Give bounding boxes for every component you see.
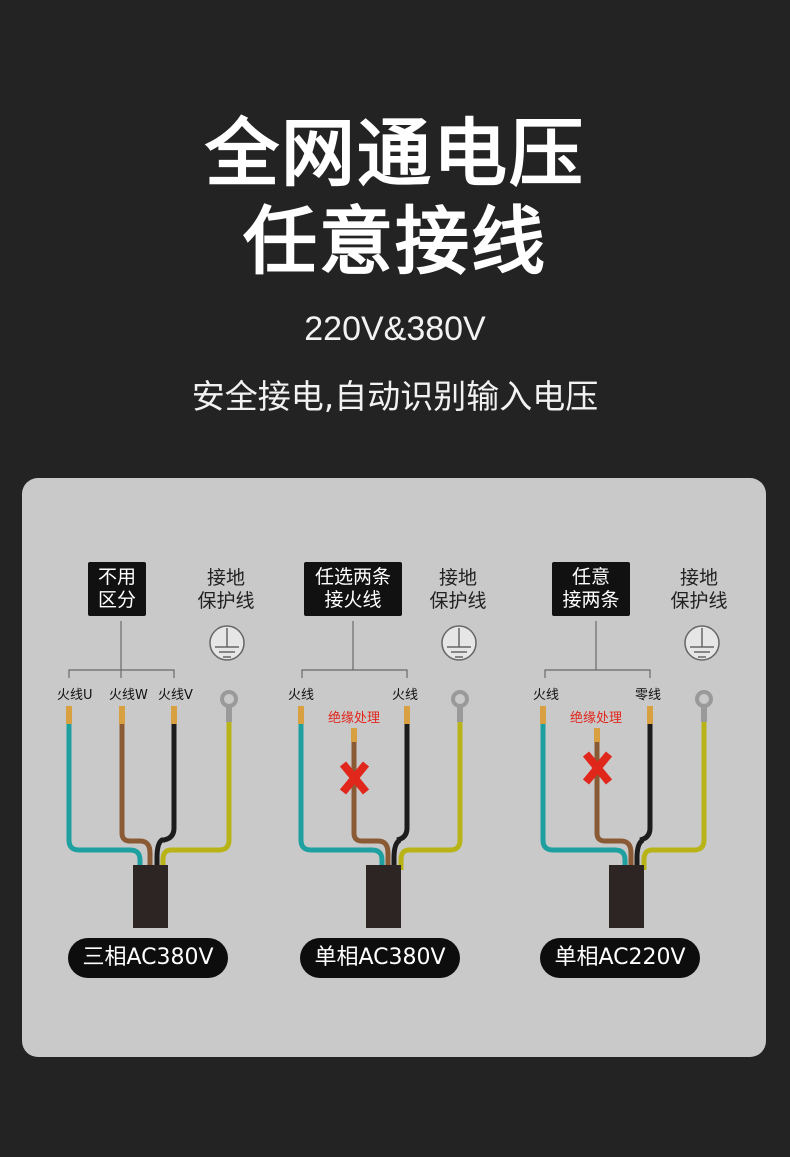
wire-label-u: 火线U [57,688,93,703]
wire-label-neutral: 零线 [635,688,662,703]
wire-label-live1: 火线 [288,688,315,703]
ground-label: 接地 保护线 [181,567,271,613]
note-line1: 任选两条 [314,566,391,588]
ground-line1: 接地 [438,567,477,589]
ground-label: 接地 保护线 [413,567,503,613]
note-line2: 区分 [97,589,136,611]
ground-line2: 保护线 [197,590,255,612]
note-line2: 接火线 [324,589,382,611]
insulation-label: 绝缘处理 [570,711,623,726]
insulation-label: 绝缘处理 [328,711,381,726]
note-line1: 不用 [97,566,136,588]
caption-pill: 三相AC380V [68,938,228,978]
ring-terminal-icon [220,690,238,722]
diagram-three-phase-380: 不用 区分 接地 保护线 火线U 火线W 火线V [22,478,270,1057]
tagline: 安全接电,自动识别输入电压 [191,377,599,416]
wiring-drawing [66,621,245,928]
wire-label-live: 火线 [533,688,560,703]
cross-mark-icon [339,761,370,795]
note-box: 任意 接两条 [552,562,630,616]
ground-line1: 接地 [679,567,718,589]
diagram-single-phase-380: 任选两条 接火线 接地 保护线 火线 火线 绝缘处理 [270,478,518,1057]
note-box: 任选两条 接火线 [304,562,402,616]
ground-line1: 接地 [206,567,245,589]
title-line2: 任意接线 [243,199,547,285]
ground-line2: 保护线 [670,590,728,612]
ground-symbol-icon [441,625,477,661]
ring-terminal-icon [451,690,469,722]
voltage-label: 220V&380V [304,310,486,348]
cable-sheath [133,865,168,928]
note-line2: 接两条 [562,589,620,611]
ground-line2: 保护线 [429,590,487,612]
ground-label: 接地 保护线 [654,567,744,613]
note-box: 不用 区分 [88,562,146,616]
wiring-drawing [298,621,477,928]
title-line1: 全网通电压 [205,111,585,197]
caption-pill: 单相AC220V [540,938,700,978]
wire-label-live2: 火线 [392,688,419,703]
cable-sheath [609,865,644,928]
note-line1: 任意 [571,566,610,588]
diagram-single-phase-220: 任意 接两条 接地 保护线 火线 零线 绝缘处理 [518,478,766,1057]
ground-symbol-icon [209,625,245,661]
wiring-panel: 不用 区分 接地 保护线 火线U 火线W 火线V [22,478,766,1057]
ground-symbol-icon [684,625,720,661]
wire-label-v: 火线V [158,688,193,703]
wiring-drawing [540,621,720,928]
cross-mark-icon [582,751,613,785]
ring-terminal-icon [695,690,713,722]
wire-label-w: 火线W [109,688,148,703]
caption-pill: 单相AC380V [300,938,460,978]
cable-sheath [366,865,401,928]
